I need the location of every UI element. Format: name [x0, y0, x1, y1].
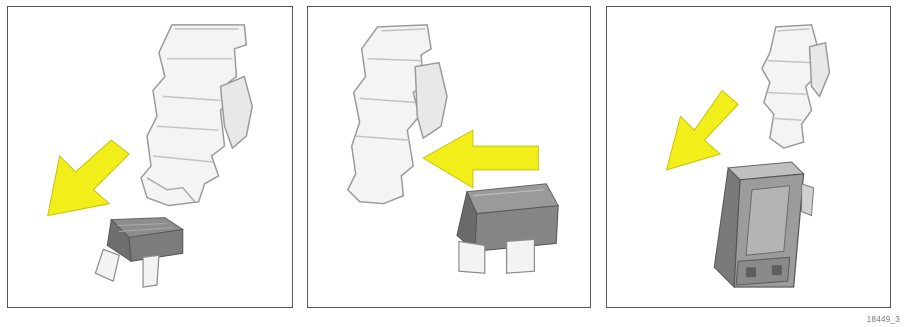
- panel-insert-standard-fuse: [307, 6, 591, 308]
- figure-reference-code: 18449_3: [867, 315, 900, 324]
- arrow-down-left: [48, 140, 129, 215]
- fuse-puller-tool: [762, 25, 830, 148]
- arrow-left: [423, 130, 538, 188]
- fuse-puller-tool: [348, 25, 447, 204]
- illustration-maxi-fuse: [607, 7, 890, 307]
- arrow-down-left: [667, 90, 738, 169]
- maxi-fuse: [714, 162, 813, 287]
- standard-fuse: [457, 184, 558, 273]
- illustration-mini-fuse: [8, 7, 292, 307]
- mini-fuse: [95, 218, 182, 288]
- panel-remove-maxi-fuse: [606, 6, 891, 308]
- illustration-standard-fuse: [308, 7, 590, 307]
- fuse-puller-tool: [141, 25, 252, 206]
- panel-remove-mini-fuse: [7, 6, 293, 308]
